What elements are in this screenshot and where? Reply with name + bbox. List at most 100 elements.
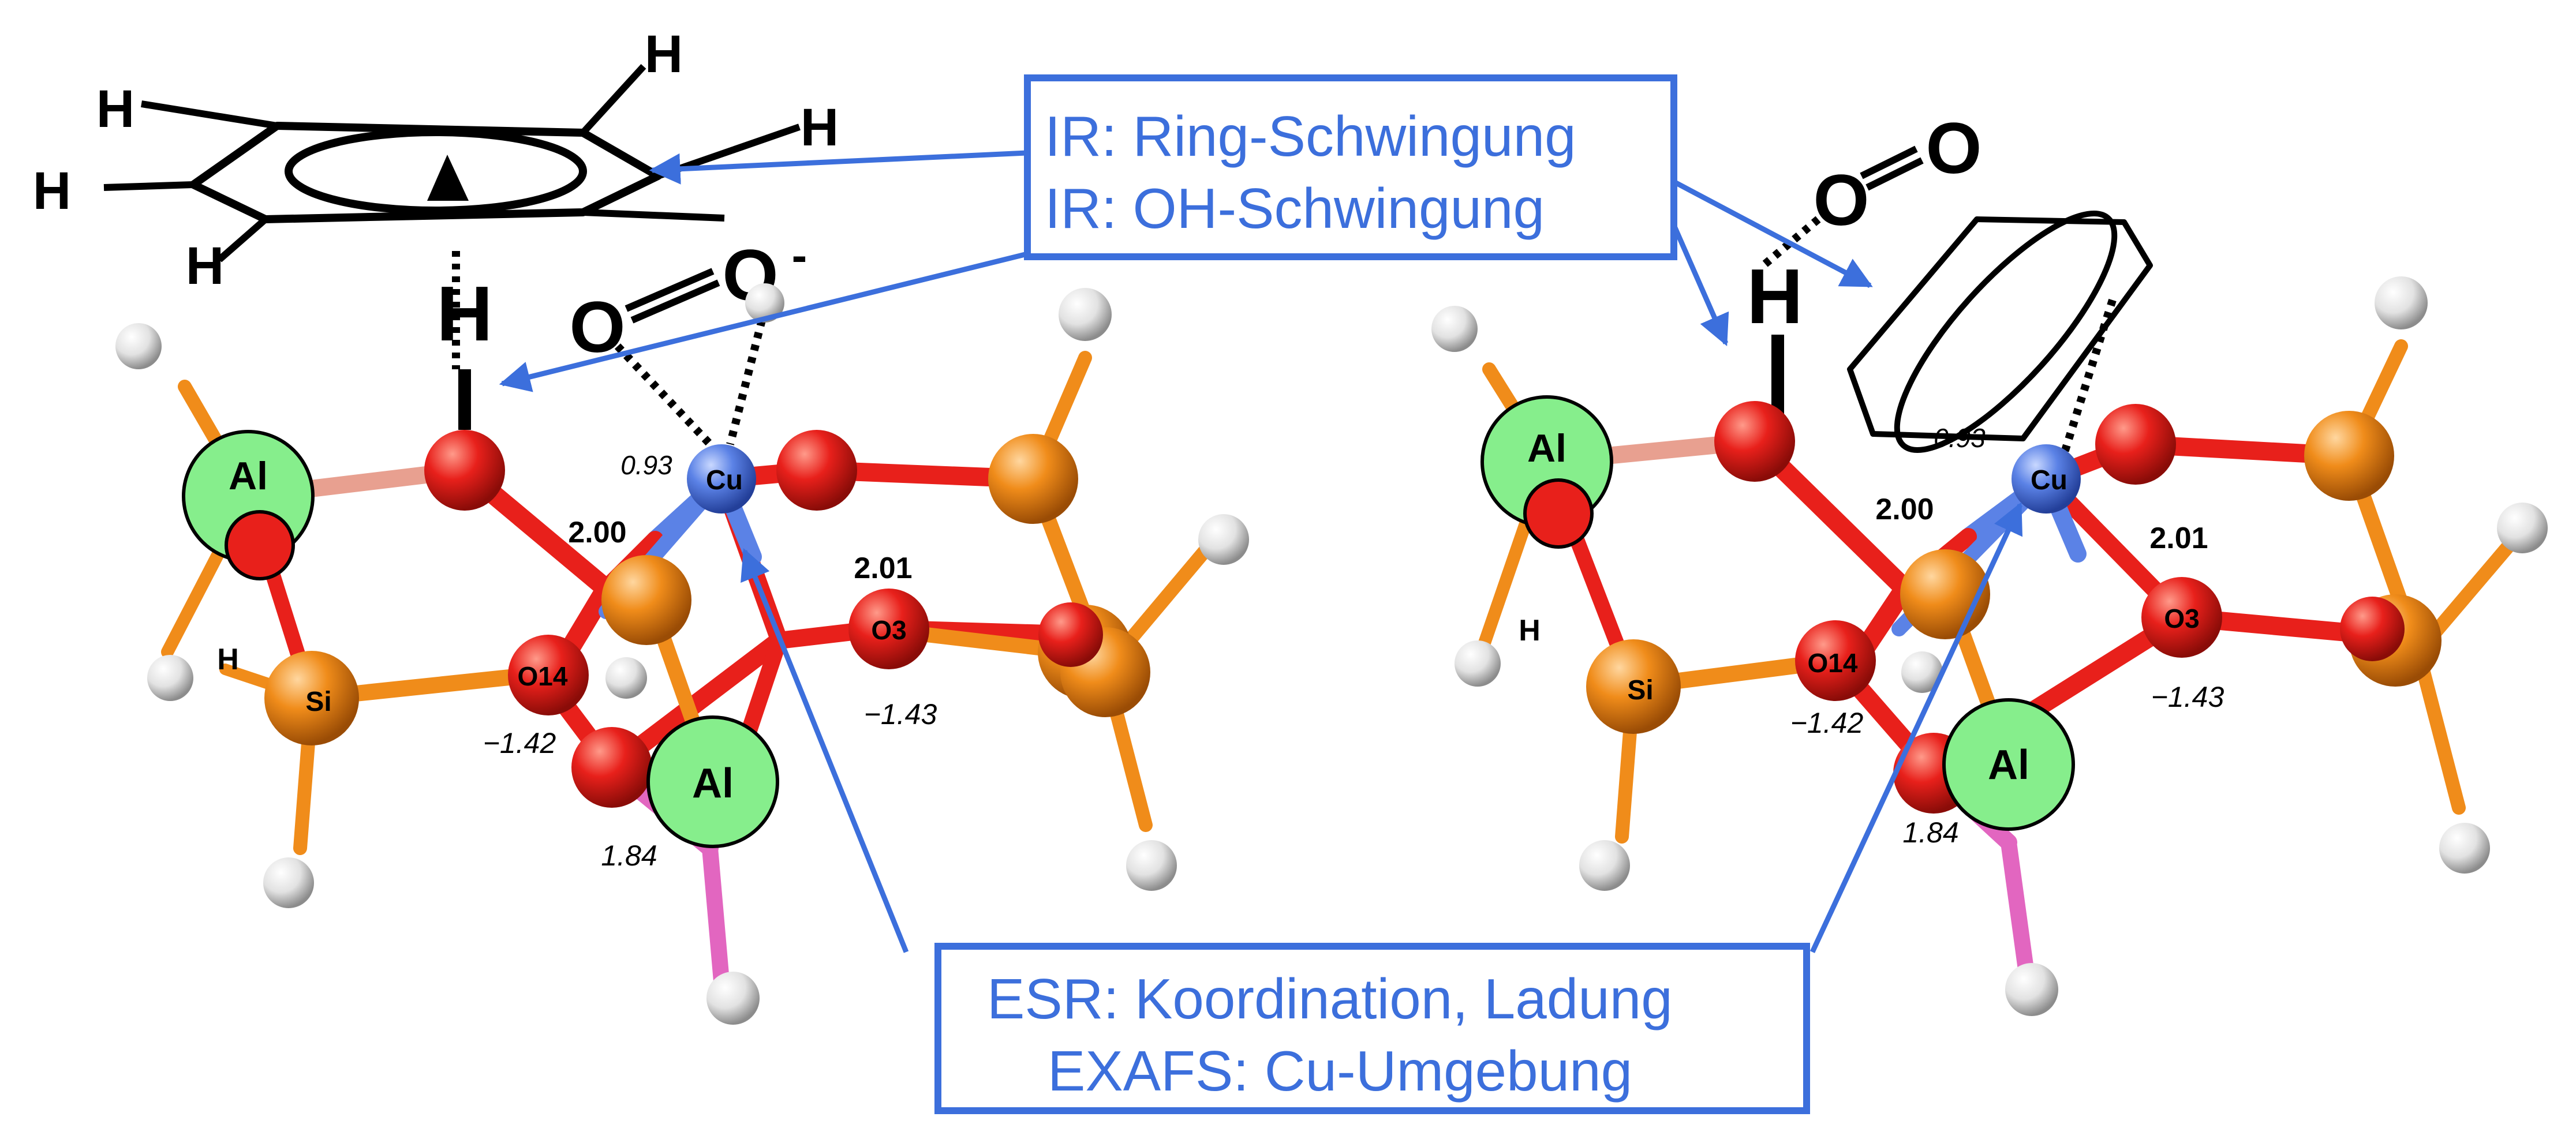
hydrogen-atom [1059, 288, 1112, 341]
hydrogen-atom [1901, 651, 1943, 693]
value-cu-charge: 0.93 [620, 450, 672, 480]
left-adsorbates: H O O - [436, 230, 807, 430]
bridging-hydrogen: H [436, 270, 493, 357]
right-bridging-hydrogen: H [1747, 253, 1803, 340]
value-cu-charge: 0.93 [1934, 423, 1986, 453]
label-h-small: H [217, 643, 239, 676]
left-dashed-bonds [452, 251, 766, 450]
hydrogen-atom [1431, 306, 1478, 352]
hydrogen-atom [1126, 840, 1177, 891]
aluminium-site-oxygen [1523, 478, 1594, 549]
hydrogen-atom [745, 283, 784, 323]
oxygen-atom-o14 [1795, 620, 1876, 701]
hydrogen-atom [1198, 514, 1249, 565]
label-cu: Cu [706, 465, 743, 496]
hydrogen-atom [2375, 276, 2428, 329]
ir-ring-label: IR: Ring-Schwingung [1045, 104, 1576, 168]
ring-hydrogen-top-left: H [96, 80, 134, 138]
hydrogen-atom [2439, 823, 2490, 874]
value-charge-al: 1.84 [1902, 816, 1958, 849]
left-labels: Al Al Cu Si O14 O3 H 0.93 2.00 2.01 −1.4… [217, 450, 937, 872]
annotation-arrows [499, 150, 2023, 953]
hydrogen-atom [115, 323, 162, 369]
label-o3: O3 [871, 615, 906, 645]
value-charge-o14: −1.42 [1790, 707, 1864, 739]
aluminium-site-oxygen [225, 510, 295, 580]
hydrogen-atom [2005, 963, 2058, 1016]
label-si: Si [305, 687, 331, 717]
hydrogen-atom [147, 655, 193, 701]
arrow-to-right-ring [1672, 179, 1873, 288]
value-bond-cu-o3: 2.01 [2149, 522, 2208, 555]
ring-hydrogen-top-right: H [645, 25, 683, 84]
aluminium-site-bottom [1942, 698, 2075, 831]
ir-oh-label: IR: OH-Schwingung [1045, 177, 1545, 240]
arrow-to-left-ring [649, 150, 1028, 185]
value-charge-o3: −1.43 [2151, 681, 2224, 713]
arrow-to-right-oh [1671, 224, 1729, 346]
silicon-atom [601, 555, 691, 645]
label-si: Si [1627, 675, 1653, 706]
label-al-bottom: Al [1988, 742, 2029, 788]
right-oxygen-molecule-atom-a: O [1813, 160, 1869, 241]
value-bond-cu-o14: 2.00 [568, 516, 626, 549]
label-al-top: Al [1527, 426, 1566, 470]
hydrogen-atom [263, 857, 314, 908]
value-charge-o3: −1.43 [864, 698, 937, 730]
oxygen-atom [1038, 602, 1103, 667]
oxygen-negative-charge: - [792, 230, 807, 281]
aluminium-site-bottom [646, 715, 779, 848]
right-adsorbates: H O O [1747, 108, 1982, 415]
oxygen-atom [571, 727, 652, 808]
label-o14: O14 [1808, 648, 1858, 678]
exafs-label: EXAFS: Cu-Umgebung [1048, 1039, 1632, 1103]
label-cu: Cu [2031, 465, 2067, 496]
arrow-to-left-cu [741, 548, 909, 953]
hydrogen-atom [706, 972, 760, 1025]
label-al-top: Al [229, 454, 268, 498]
value-bond-cu-o14: 2.00 [1875, 493, 1934, 526]
ring-hydrogen-bottom-left: H [186, 237, 224, 295]
copper-atom [2012, 444, 2081, 514]
value-bond-cu-o3: 2.01 [854, 552, 912, 585]
left-benzene-ring: H H H H H [33, 25, 839, 295]
oxygen-atom-bridging [1714, 401, 1795, 482]
oxygen-atom [2095, 404, 2176, 485]
silicon-atom [2304, 411, 2394, 501]
right-labels: Al Al Cu Si O14 O3 H 0.93 2.00 2.01 −1.4… [1519, 423, 2224, 849]
silicon-atom [988, 434, 1078, 524]
hydrogen-atom [2497, 503, 2548, 553]
right-framework-atoms [1480, 395, 2442, 831]
left-framework-atoms [182, 430, 1150, 848]
ring-center-marker [427, 155, 469, 201]
left-structure: H H H H H H O O - [33, 25, 1249, 1025]
oxygen-atom [776, 430, 857, 511]
label-al-bottom: Al [692, 760, 734, 807]
label-o14: O14 [518, 661, 568, 691]
oxygen-atom-o3 [2141, 577, 2222, 658]
esr-label: ESR: Koordination, Ladung [987, 967, 1673, 1030]
oxygen-atom-o3 [848, 589, 929, 669]
oxygen-atom-bridging [424, 430, 505, 511]
hydrogen-atom [1579, 840, 1630, 891]
right-terminal-hydrogens [1431, 276, 2548, 1016]
silicon-atom-si [264, 651, 359, 745]
hydrogen-atom [1455, 640, 1501, 687]
ring-hydrogen-right: H [801, 98, 839, 157]
left-terminal-hydrogens [115, 283, 1249, 1025]
right-oxygen-molecule-atom-b: O [1926, 108, 1981, 189]
value-charge-o14: −1.42 [483, 727, 556, 759]
label-o3: O3 [2164, 604, 2199, 634]
oxygen-atom [2340, 597, 2405, 661]
hydrogen-atom [605, 657, 647, 699]
esr-annotation-box: ESR: Koordination, Ladung EXAFS: Cu-Umge… [934, 943, 1810, 1114]
copper-atom [687, 444, 756, 514]
arrow-to-right-cu [1809, 502, 2023, 953]
oxygen-atom-o14 [508, 635, 589, 715]
value-charge-al: 1.84 [601, 840, 657, 872]
ring-hydrogen-mid-left: H [33, 162, 71, 220]
arrow-to-left-oh [499, 251, 1029, 392]
label-h-small: H [1519, 614, 1541, 647]
